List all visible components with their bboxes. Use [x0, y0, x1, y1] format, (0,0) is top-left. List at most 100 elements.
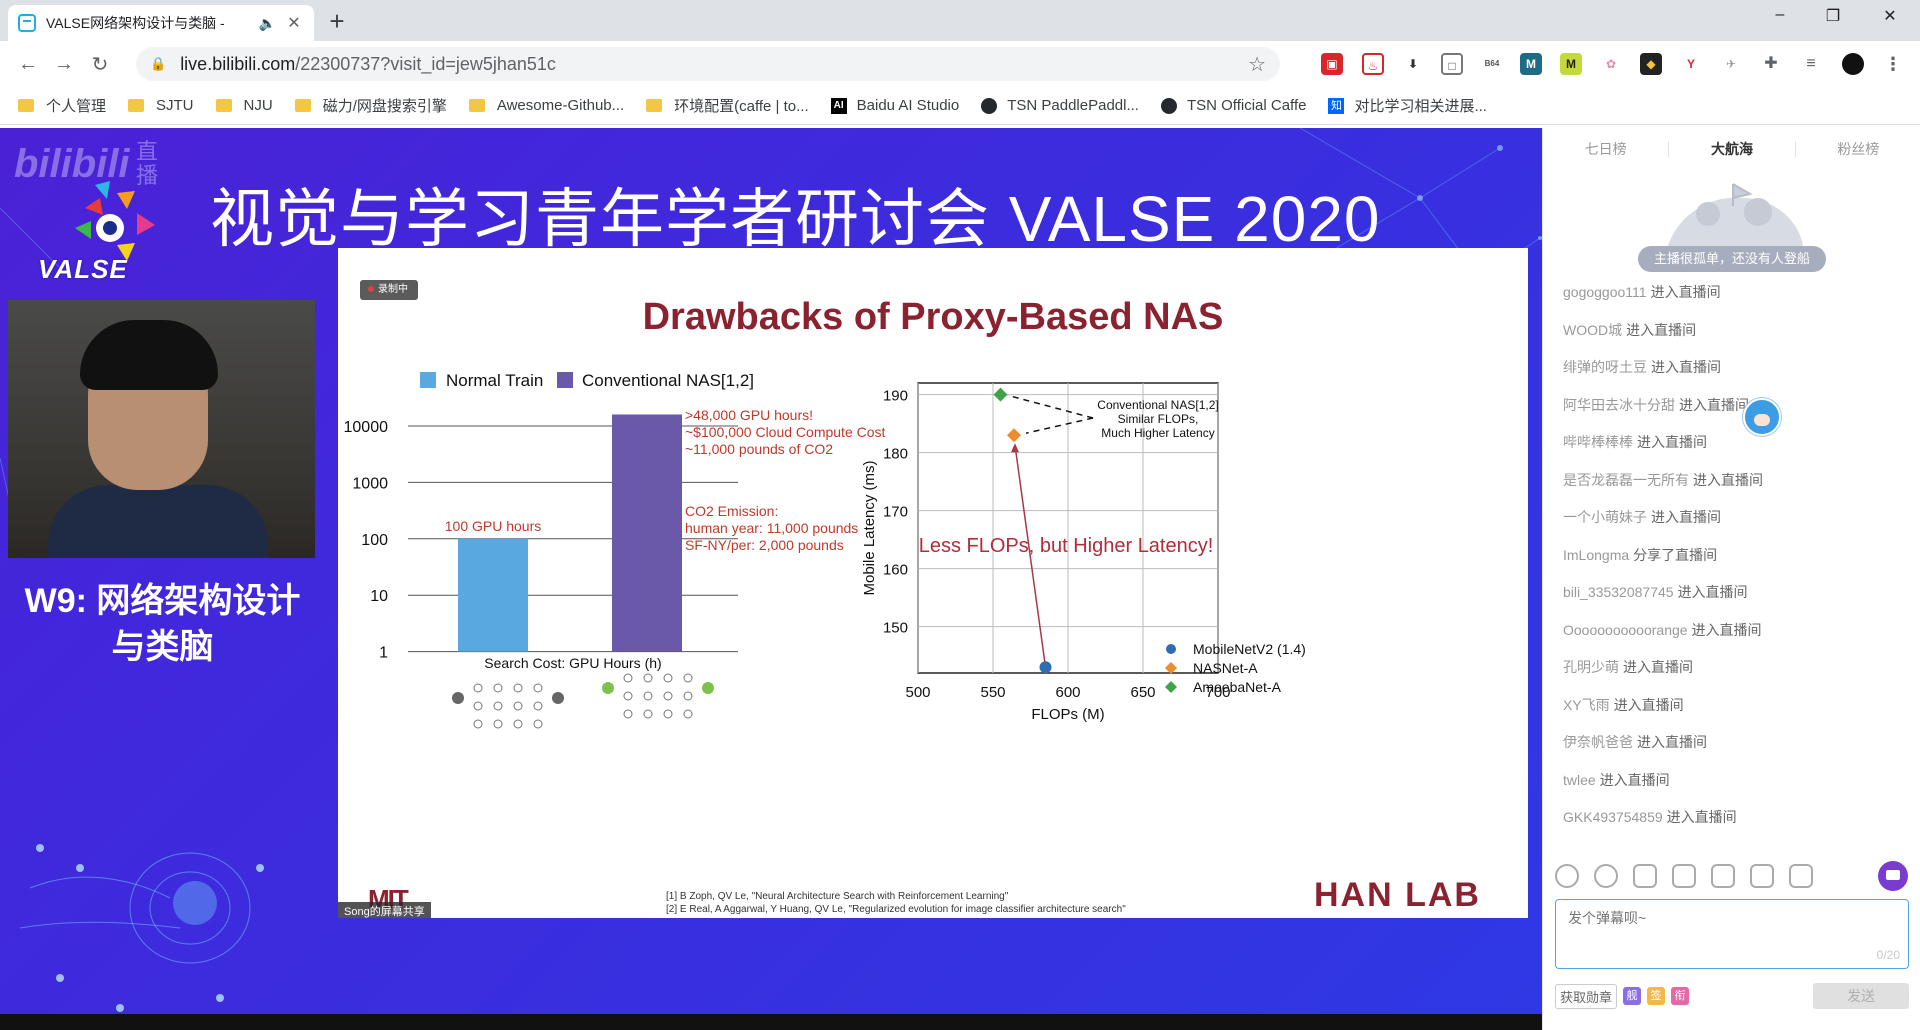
extensions-puzzle-icon[interactable]: ✚ [1760, 53, 1782, 75]
session-title-line1: W9: 网络架构设计 [24, 582, 301, 620]
extension-bird-icon[interactable]: ✈ [1720, 53, 1742, 75]
reference-2: [2] E Real, A Aggarwal, Y Huang, QV Le, … [666, 904, 1126, 915]
bookmark-star-icon[interactable]: ☆ [1248, 53, 1266, 76]
reference-1: [1] B Zoph, QV Le, "Neural Architecture … [666, 891, 1009, 902]
bookmark-item[interactable]: NJU [215, 97, 273, 114]
title-badge-icon[interactable]: 衔 [1671, 987, 1690, 1005]
extension-box-icon[interactable]: □ [1441, 53, 1463, 75]
get-medal-button[interactable]: 获取勋章 [1555, 983, 1618, 1009]
address-bar[interactable]: 🔒 live.bilibili.com/22300737?visit_id=je… [136, 47, 1280, 81]
chat-username[interactable]: 一个小萌妹子 [1563, 509, 1647, 525]
chat-username[interactable]: 绯弹的呀土豆 [1563, 359, 1647, 375]
folder-icon [18, 99, 34, 112]
extension-base64-icon[interactable]: B64 [1481, 53, 1503, 75]
bookmark-label: 环境配置(caffe | to... [674, 98, 809, 115]
forward-arrow-icon[interactable]: → [54, 52, 74, 75]
menu-kebab-icon[interactable]: ⋮ [1882, 53, 1904, 75]
download-icon[interactable]: ⬇ [1402, 53, 1424, 75]
bookmark-item[interactable]: 知对比学习相关进展... [1328, 95, 1487, 116]
chat-username[interactable]: 伊奈帆爸爸 [1563, 734, 1633, 750]
scatter-ytick-label: 170 [883, 504, 908, 521]
scatter-ytick-label: 160 [883, 562, 908, 579]
chat-action: 进入直播间 [1613, 696, 1684, 713]
send-button[interactable]: 发送 [1813, 983, 1909, 1009]
close-tab-icon[interactable]: ✕ [287, 15, 301, 32]
back-arrow-icon[interactable]: ← [18, 52, 38, 75]
chat-username[interactable]: 哔哔棒棒棒 [1563, 434, 1633, 450]
minimize-button[interactable]: – [1775, 6, 1785, 23]
network-node-icon [473, 701, 483, 711]
bar-ytick-label: 10 [370, 588, 388, 605]
danmu-char-count: 0/20 [1876, 948, 1900, 962]
extension-m-green-icon[interactable]: M [1560, 53, 1582, 75]
guard-badge-icon[interactable]: 舰 [1623, 987, 1642, 1005]
extension-y-icon[interactable]: Y [1680, 53, 1702, 75]
gear-icon[interactable] [1633, 864, 1657, 888]
legend-swatch-nas [557, 372, 573, 388]
bookmark-item[interactable]: 环境配置(caffe | to... [646, 95, 809, 116]
chat-message: 阿华田去冰十分甜进入直播间 [1563, 387, 1901, 425]
mascot-avatar-icon[interactable] [1743, 398, 1781, 436]
chat-username[interactable]: XY飞雨 [1563, 696, 1610, 713]
palette-icon[interactable] [1594, 864, 1618, 888]
browser-toolbar: ← → ↻ 🔒 live.bilibili.com/22300737?visit… [0, 41, 1920, 87]
screen-icon[interactable] [1672, 864, 1696, 888]
emoji-icon[interactable] [1555, 864, 1579, 888]
bookmark-item[interactable]: 磁力/网盘搜索引擎 [294, 95, 447, 116]
slide-references: [1] B Zoph, QV Le, "Neural Architecture … [666, 890, 1126, 916]
bar-1 [612, 414, 682, 652]
bookmark-item[interactable]: TSN PaddlePaddl... [981, 97, 1139, 114]
folder-icon [128, 99, 145, 112]
url-host: live.bilibili.com [180, 53, 296, 74]
chat-username[interactable]: WOOD城 [1563, 321, 1623, 338]
checkin-badge-icon[interactable]: 签 [1647, 987, 1666, 1005]
chat-username[interactable]: GKK493754859 [1563, 809, 1663, 825]
extension-m-blue-icon[interactable]: M [1520, 53, 1542, 75]
media-control-icon[interactable]: ≡ [1800, 53, 1822, 75]
scatter-ytick-label: 150 [883, 620, 908, 637]
chat-message: XY飞雨进入直播间 [1563, 687, 1901, 725]
tab-voyage[interactable]: 大航海 [1710, 141, 1753, 157]
session-title: W9: 网络架构设计 与类脑 [10, 578, 315, 670]
chat-username[interactable]: 是否龙磊磊一无所有 [1563, 471, 1689, 488]
live-video-player[interactable]: bilibili 直播 VALSE 视觉与学习青年学者研讨会 VALSE 202… [0, 128, 1542, 1030]
speaker-icon[interactable]: 🔈 [258, 14, 276, 31]
bar-ytick-label: 1 [379, 645, 388, 662]
extension-pink-icon[interactable]: ✿ [1600, 53, 1622, 75]
browser-tab[interactable]: VALSE网络架构设计与类脑 - 🔈 ✕ [8, 5, 314, 41]
extension-adblock-icon[interactable]: ♨ [1362, 53, 1384, 75]
edit-icon[interactable] [1750, 864, 1774, 888]
danmu-box[interactable]: 0/20 [1555, 899, 1909, 969]
profile-avatar[interactable] [1842, 53, 1864, 75]
chat-username[interactable]: ImLongma [1563, 546, 1630, 563]
danmu-input[interactable] [1568, 910, 1896, 926]
tab-fans[interactable]: 粉丝榜 [1837, 141, 1880, 157]
extension-dark-icon[interactable]: ◆ [1640, 53, 1662, 75]
chat-action: 进入直播间 [1637, 434, 1707, 450]
picture-in-picture-icon[interactable] [1711, 864, 1735, 888]
settings-icon[interactable] [1789, 864, 1813, 888]
new-tab-button[interactable]: + [329, 6, 345, 36]
chat-username[interactable]: 阿华田去冰十分甜 [1563, 396, 1675, 413]
chat-username[interactable]: 孔明少萌 [1563, 659, 1619, 675]
bookmark-item[interactable]: TSN Official Caffe [1160, 97, 1306, 114]
tab-seven-day[interactable]: 七日榜 [1584, 141, 1627, 157]
chat-username[interactable]: gogoggoo111 [1563, 284, 1647, 300]
chat-username[interactable]: twlee [1563, 771, 1596, 788]
bookmark-item[interactable]: SJTU [128, 97, 194, 114]
close-window-button[interactable]: ✕ [1883, 8, 1897, 25]
chat-username[interactable]: bili_33532087745 [1563, 584, 1674, 600]
message-icon[interactable] [1878, 861, 1908, 891]
speaker-body [48, 485, 268, 558]
chat-username[interactable]: Ooooooooooorange [1563, 621, 1688, 638]
bookmark-item[interactable]: Awesome-Github... [468, 97, 624, 114]
bookmark-item[interactable]: 个人管理 [18, 95, 106, 116]
extension-red-icon[interactable]: ▣ [1321, 53, 1343, 75]
reload-icon[interactable]: ↻ [91, 53, 109, 76]
arrow-line [1014, 445, 1047, 668]
maximize-button[interactable]: ❐ [1825, 8, 1841, 25]
folder-icon [646, 99, 663, 112]
